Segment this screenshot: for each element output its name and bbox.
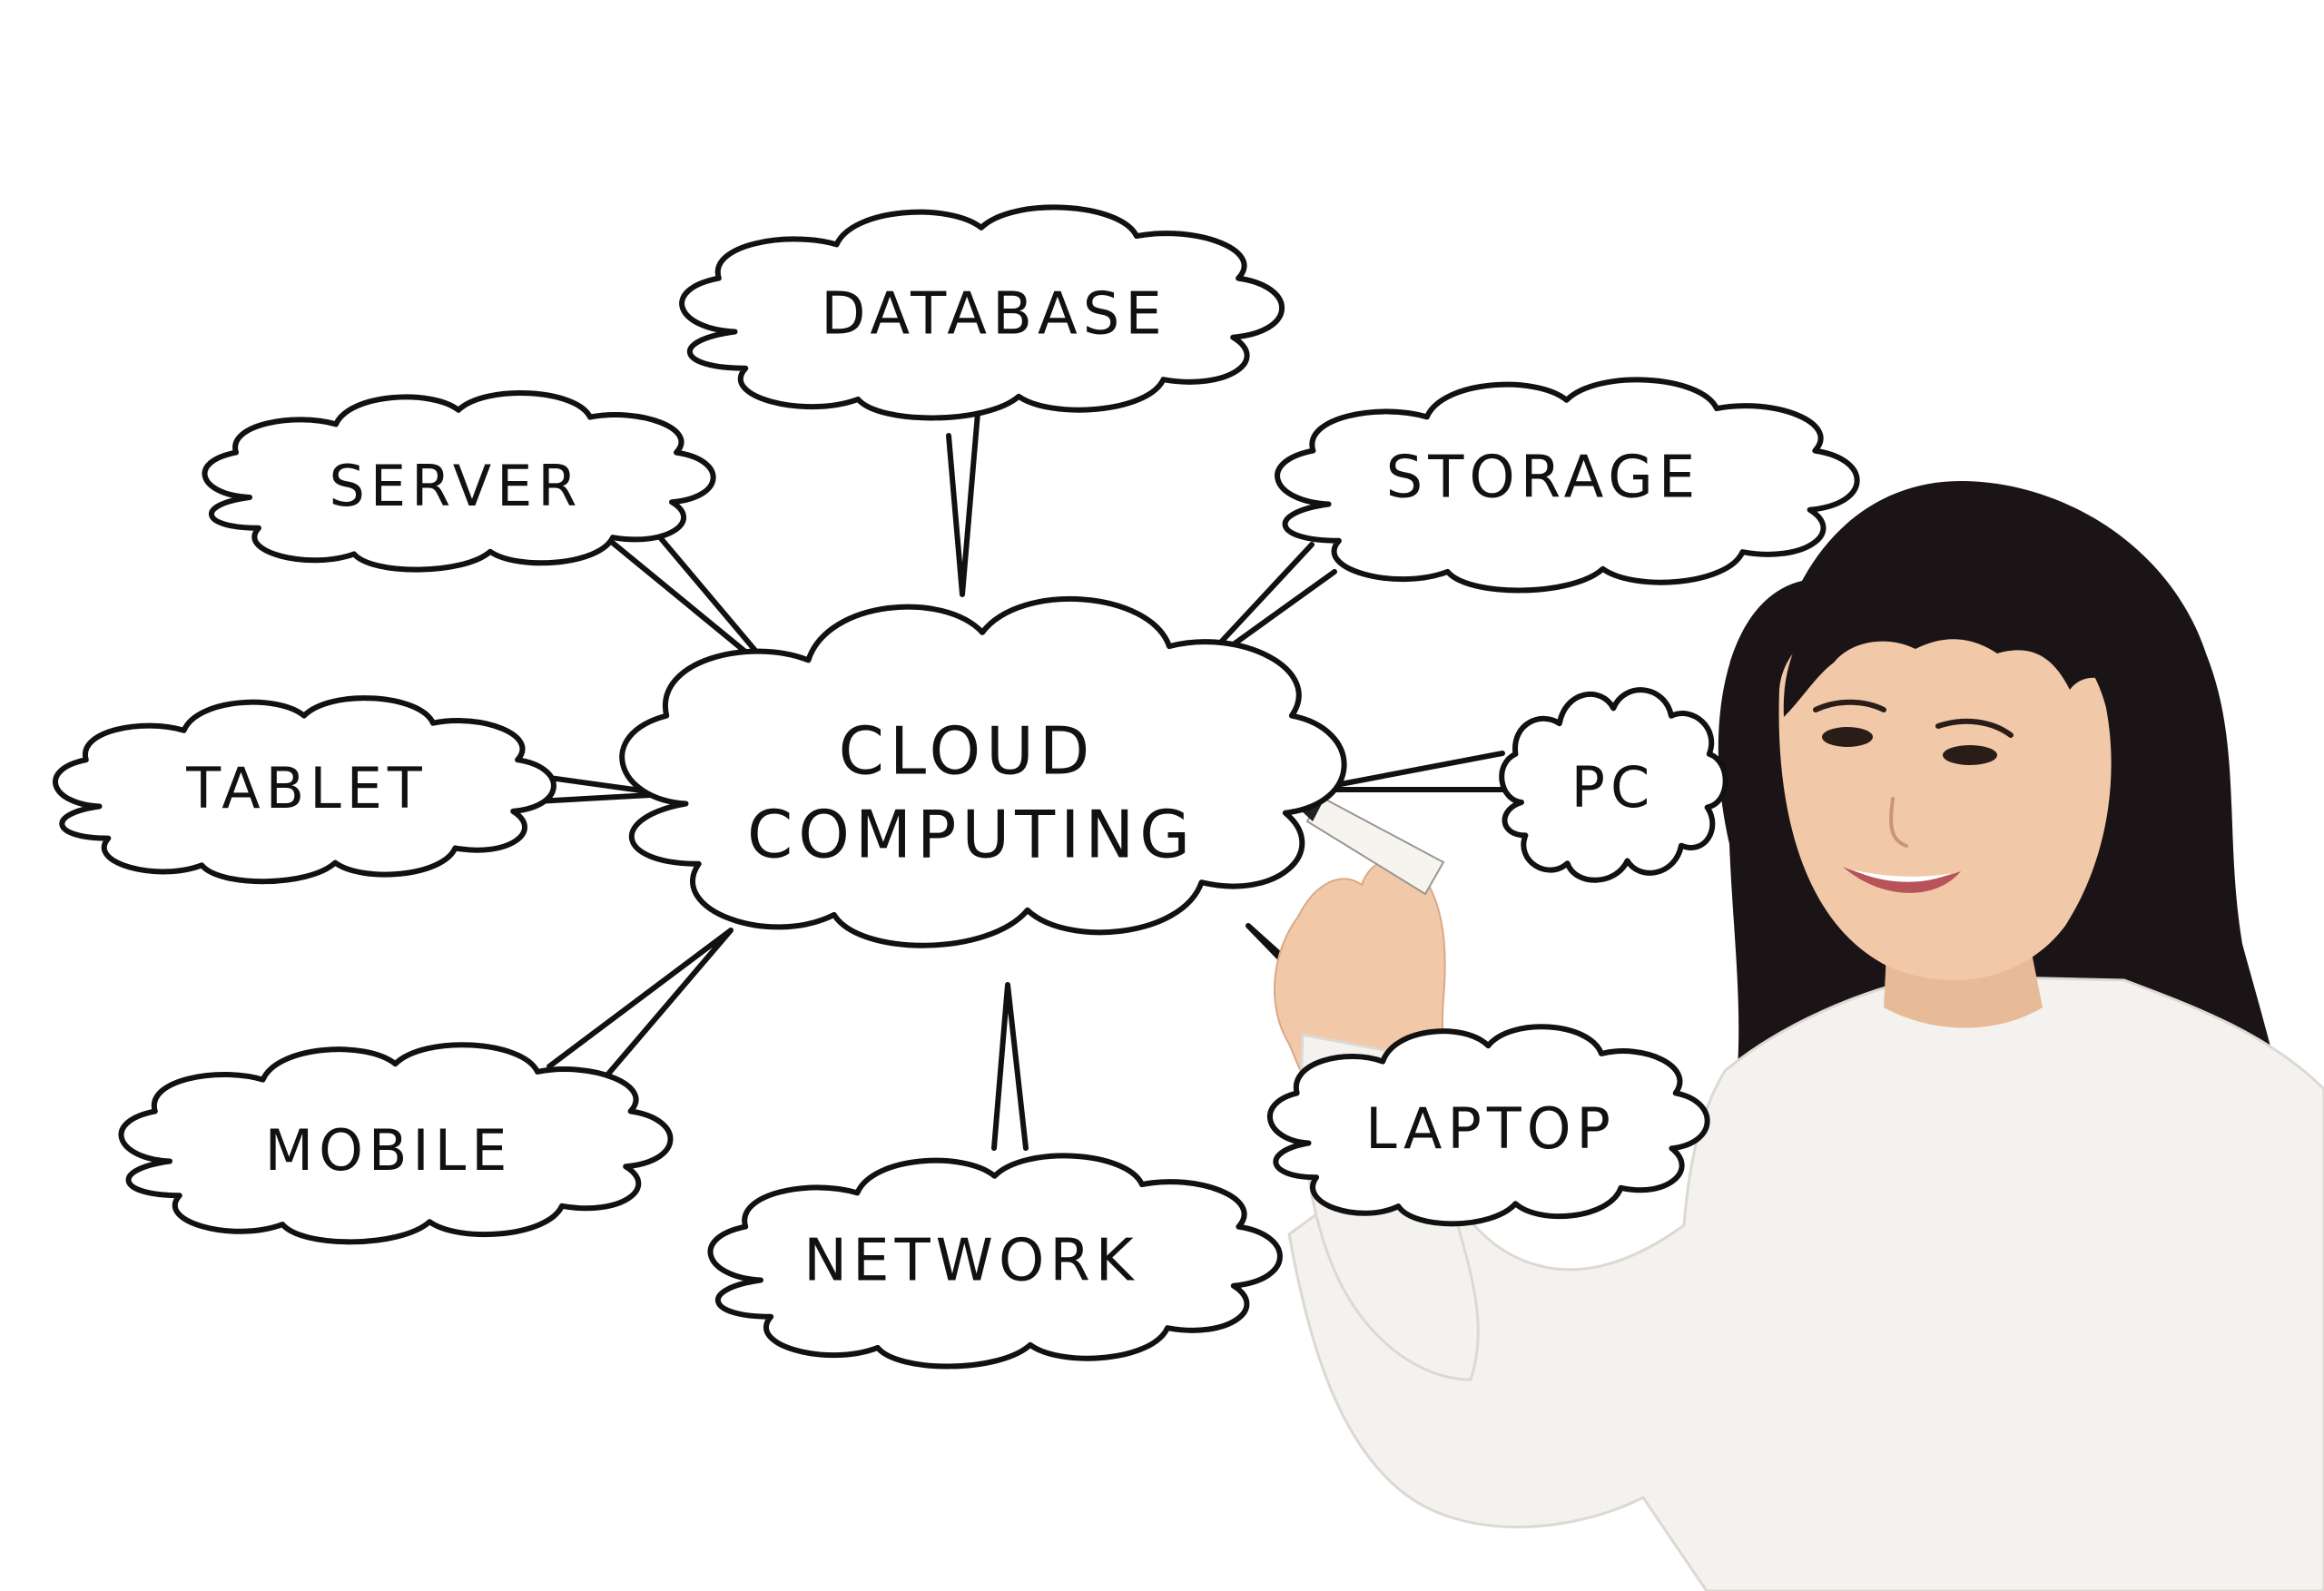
cloud-server-shape [204,393,713,570]
face [1778,599,2112,980]
cloud-network [711,1155,1280,1366]
cloud-laptop-shape [1270,1026,1708,1223]
center-label-line1: CLOUD [839,713,1096,790]
network-label: NETWORK [803,1228,1139,1295]
pc-label: PC [1571,754,1656,820]
cloud-storage [1277,379,1857,590]
storage-label: STORAGE [1386,445,1701,512]
cloud-mobile [122,1045,671,1242]
cloud-network-shape [711,1155,1280,1366]
cloud-laptop [1270,1026,1708,1223]
center-label-line2: COMPUTING [747,797,1196,873]
cloud-center [622,599,1344,946]
left-eye [1822,727,1873,747]
nose [1889,797,1908,848]
cloud-pc-shape [1502,690,1725,880]
right-brow [1935,718,2014,738]
cloud-database-shape [682,207,1282,417]
cloud-server [204,393,713,570]
hair-fringe [1783,543,2133,717]
database-label: DATABASE [821,281,1167,349]
link-pc [1309,751,1514,792]
link-database [946,378,983,597]
smile [1843,867,1961,893]
cloud-tablet [55,698,554,881]
cloud-tablet-shape [55,698,554,881]
teeth [1852,869,1952,882]
server-label: SERVER [330,453,583,519]
cloud-database [682,207,1282,417]
left-brow [1813,699,1886,712]
cloud-storage-shape [1277,379,1857,590]
tablet-label: TABLET [185,755,428,821]
labels: DATABASE SERVER STORAGE TABLET PC MOBILE… [185,281,1701,1295]
cloud-center-shape [622,599,1344,946]
cloud-mobile-shape [122,1045,671,1242]
clouds [55,207,1857,1366]
laptop-label: LAPTOP [1365,1095,1616,1162]
mobile-label: MOBILE [265,1117,513,1183]
cloud-pc [1502,690,1725,880]
right-eye [1943,745,1997,765]
link-mobile [547,928,734,1087]
link-network [991,982,1029,1151]
